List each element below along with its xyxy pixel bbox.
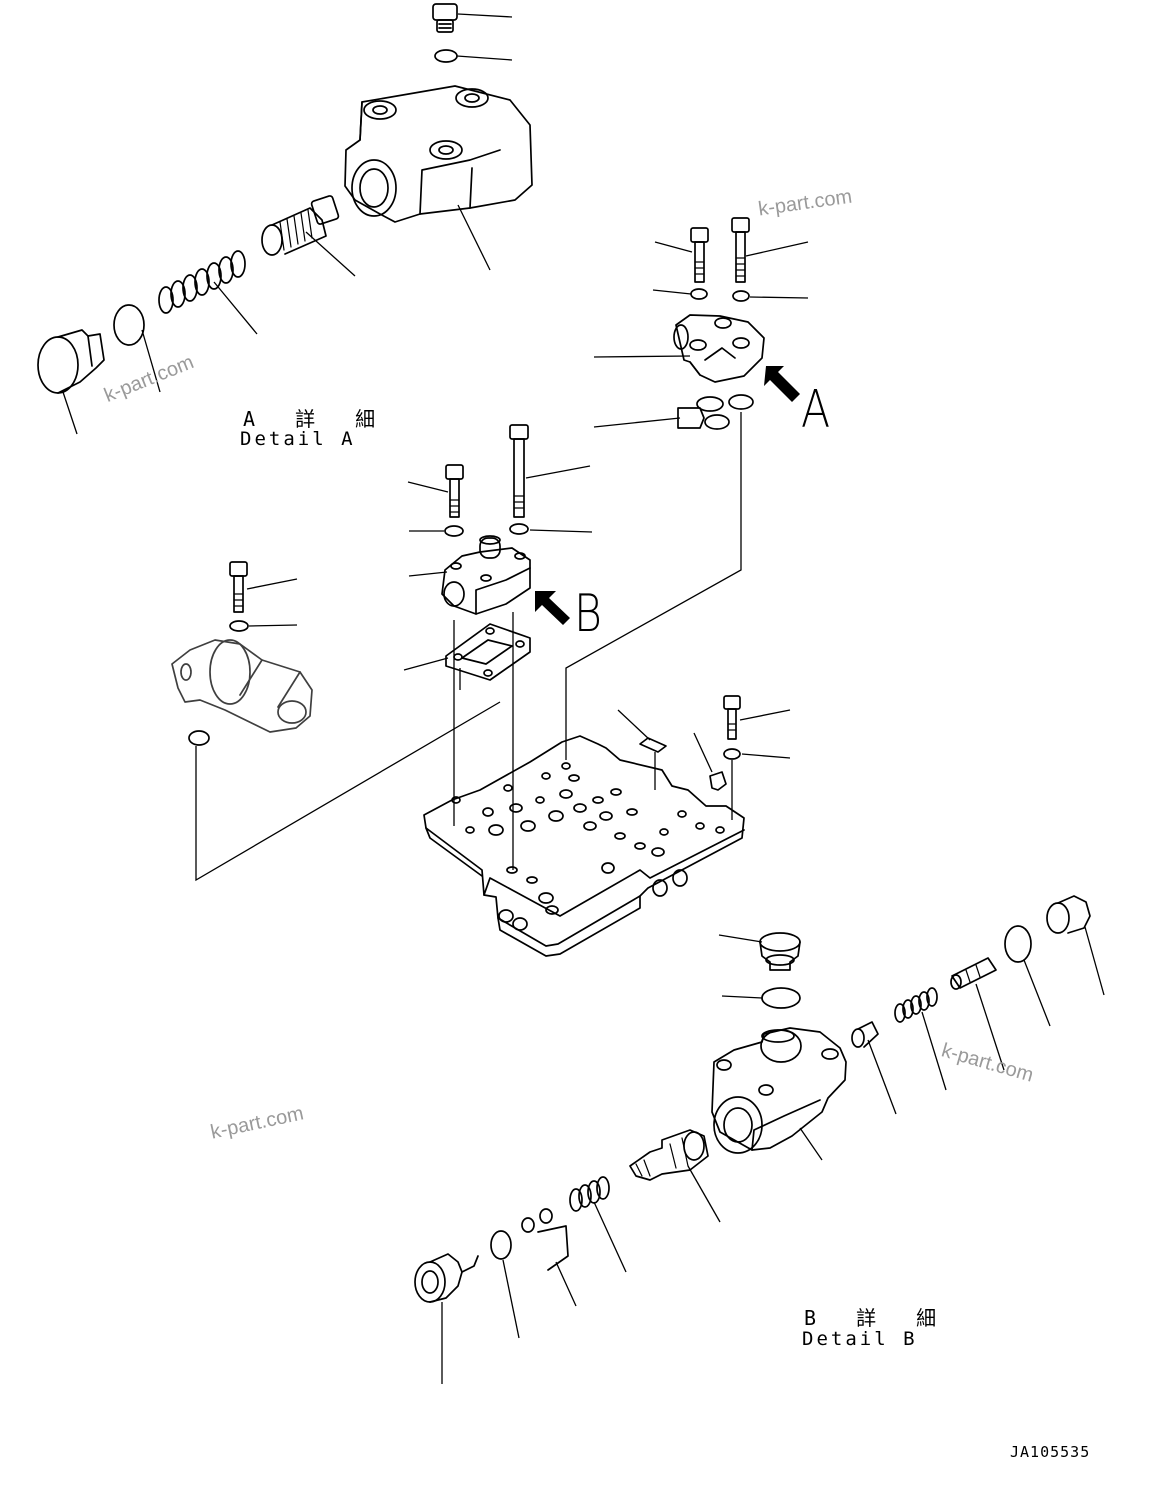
o-ring-a-large [113,304,145,346]
bolt-b-short [445,464,464,518]
washer-body [723,748,741,760]
view-arrow-a [764,366,800,402]
assembly-guide-lines [195,412,742,882]
plug-bolt-a [432,3,458,33]
plug-a [37,329,105,394]
plug-b-top [759,932,801,971]
spring-b-left [569,1176,610,1212]
bolt-a-right [731,217,750,283]
washer-solenoid [229,620,249,632]
washer-b-1 [539,1208,553,1224]
bolt-solenoid [229,561,248,613]
view-label-b: B [574,584,602,644]
valve-b-small [441,535,531,615]
detail-a-parts [37,3,533,435]
bolt-b-long [509,424,529,518]
o-ring-a1 [696,396,724,412]
document-id: JA105535 [1010,1443,1091,1461]
view-arrow-b [535,591,570,625]
spring-a [158,250,246,314]
o-ring-b-left [490,1230,512,1260]
check-insert [709,771,727,791]
o-ring-a2 [728,394,754,410]
piston-b [950,957,997,990]
washer-a-right [732,290,750,302]
plug-b-right [1046,895,1091,934]
bolt-body [723,695,741,740]
detail-b-title-en: Detail B [802,1328,918,1350]
tag-a [677,407,705,429]
shim-tag-b [537,1225,569,1271]
detail-a-title-jp: A 詳 細 [243,407,390,431]
valve-body-ports [451,762,725,931]
valve-housing-b [711,1027,847,1154]
washer-b-left [444,525,464,537]
view-b-parts [403,424,593,681]
o-ring-a3 [704,414,730,430]
spool-b [629,1129,709,1181]
o-ring-a-top [434,49,458,63]
washer-b-2 [521,1217,535,1233]
collar-b [851,1021,879,1048]
plug-b-left [414,1253,479,1303]
name-plate [639,737,667,753]
o-ring-b-right [1004,925,1032,963]
sleeve-a [261,195,340,256]
o-ring-b-top [761,987,801,1009]
gasket-b [445,623,531,681]
o-ring-solenoid [188,730,210,746]
bolt-a-left [690,227,709,283]
solenoid-valve [171,639,313,733]
cover-a [673,314,765,383]
view-a-parts [593,217,809,430]
detail-b-parts [414,895,1105,1384]
detail-a-title-en: Detail A [240,428,356,450]
spring-b-right [894,987,938,1023]
washer-b-right [509,523,529,535]
view-label-a: A [801,380,831,440]
valve-housing-a [344,85,533,223]
main-valve-body [423,695,791,957]
solenoid-parts [171,561,313,746]
detail-b-title-jp: B 詳 細 [804,1306,951,1330]
washer-a-left [690,288,708,300]
